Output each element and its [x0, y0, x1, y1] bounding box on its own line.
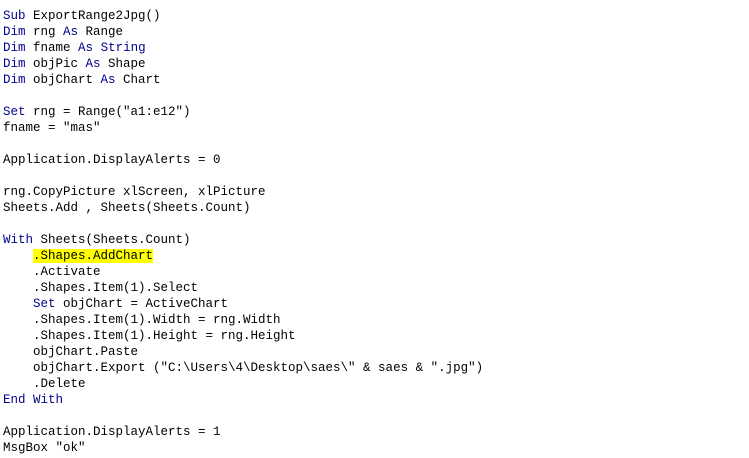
code-line: rng.CopyPicture xlScreen, xlPicture — [3, 184, 483, 200]
code-keyword: Dim — [3, 25, 26, 39]
code-keyword: Dim — [3, 57, 26, 71]
code-keyword: With — [3, 233, 34, 247]
code-text: objChart.Paste — [3, 345, 139, 359]
code-line: Dim fname As String — [3, 40, 483, 56]
code-text: objChart — [25, 73, 101, 87]
code-text: Application.DisplayAlerts = 0 — [3, 153, 221, 167]
code-line: Set rng = Range("a1:e12") — [3, 104, 483, 120]
code-text: Chart — [115, 73, 161, 87]
code-text: Application.DisplayAlerts = 1 — [3, 425, 221, 439]
code-line — [3, 168, 483, 184]
code-line: fname = "mas" — [3, 120, 483, 136]
code-keyword: As — [100, 73, 116, 87]
code-line — [3, 88, 483, 104]
code-keyword: Sub — [3, 9, 26, 23]
code-text: rng — [25, 25, 64, 39]
code-keyword: With — [33, 393, 64, 407]
code-keyword: Dim — [3, 41, 26, 55]
code-text: MsgBox "ok" — [3, 441, 86, 455]
code-text: .Delete — [3, 377, 86, 391]
code-text: fname = "mas" — [3, 121, 101, 135]
code-text: Range — [78, 25, 124, 39]
code-line: .Activate — [3, 264, 483, 280]
code-line: Sheets.Add , Sheets(Sheets.Count) — [3, 200, 483, 216]
code-line: Dim rng As Range — [3, 24, 483, 40]
code-text — [26, 393, 34, 407]
code-line — [3, 216, 483, 232]
code-text: fname — [25, 41, 79, 55]
code-keyword: End — [3, 393, 26, 407]
code-keyword: Dim — [3, 73, 26, 87]
code-text: rng.CopyPicture xlScreen, xlPicture — [3, 185, 266, 199]
code-line: objChart.Paste — [3, 344, 483, 360]
highlighted-code: .Shapes.AddChart — [33, 249, 154, 263]
code-text: objPic — [25, 57, 86, 71]
code-line: .Shapes.Item(1).Select — [3, 280, 483, 296]
code-keyword: String — [100, 41, 146, 55]
code-line: MsgBox "ok" — [3, 440, 483, 456]
code-text: rng = Range("a1:e12") — [25, 105, 191, 119]
code-text: ExportRange2Jpg() — [25, 9, 161, 23]
code-line: With Sheets(Sheets.Count) — [3, 232, 483, 248]
code-text: objChart.Export ("C:\Users\4\Desktop\sae… — [3, 361, 484, 375]
code-line: .Shapes.AddChart — [3, 248, 483, 264]
code-keyword: As — [85, 57, 101, 71]
code-line: objChart.Export ("C:\Users\4\Desktop\sae… — [3, 360, 483, 376]
code-text — [3, 249, 33, 263]
code-text: Sheets(Sheets.Count) — [33, 233, 191, 247]
code-keyword: Set — [3, 105, 26, 119]
code-line: .Shapes.Item(1).Height = rng.Height — [3, 328, 483, 344]
code-line: Dim objChart As Chart — [3, 72, 483, 88]
code-text: Shape — [100, 57, 146, 71]
code-text: .Shapes.Item(1).Width = rng.Width — [3, 313, 281, 327]
code-line: Application.DisplayAlerts = 1 — [3, 424, 483, 440]
code-keyword: As — [63, 25, 79, 39]
code-line: Dim objPic As Shape — [3, 56, 483, 72]
code-text — [93, 41, 101, 55]
code-line: Application.DisplayAlerts = 0 — [3, 152, 483, 168]
code-text: .Shapes.Item(1).Select — [3, 281, 199, 295]
code-text: .Activate — [3, 265, 101, 279]
code-line — [3, 136, 483, 152]
code-line: End With — [3, 392, 483, 408]
code-line: .Shapes.Item(1).Width = rng.Width — [3, 312, 483, 328]
code-keyword: As — [78, 41, 94, 55]
code-text: objChart = ActiveChart — [55, 297, 229, 311]
code-line: Sub ExportRange2Jpg() — [3, 8, 483, 24]
code-text: Sheets.Add , Sheets(Sheets.Count) — [3, 201, 251, 215]
code-text: .Shapes.Item(1).Height = rng.Height — [3, 329, 296, 343]
code-line: .Delete — [3, 376, 483, 392]
code-keyword: Set — [33, 297, 56, 311]
code-line — [3, 408, 483, 424]
code-line: Set objChart = ActiveChart — [3, 296, 483, 312]
code-text — [3, 297, 33, 311]
